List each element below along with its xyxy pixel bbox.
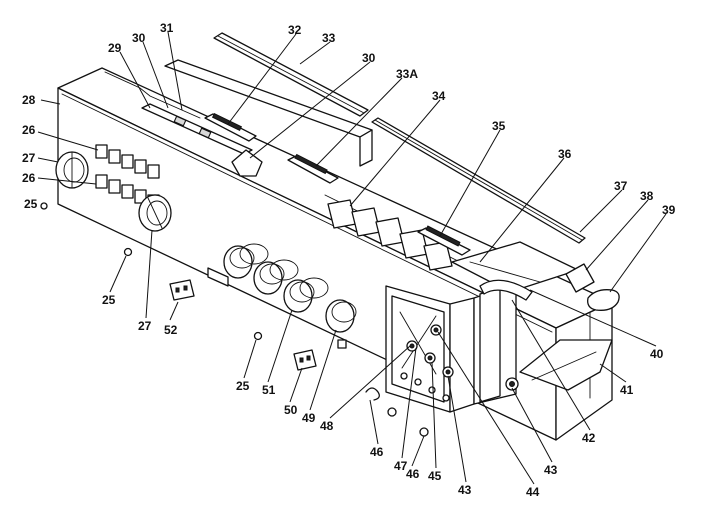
screw-25-c [253,331,263,341]
callout-25: 25 [24,197,38,211]
callout-27-b: 27 [138,319,152,333]
connector-52 [169,279,195,301]
callout-26-b: 26 [22,171,36,185]
knob-27-main [138,194,172,232]
screw-25-b [123,247,133,257]
leader-lines [37,31,667,485]
callout-47: 47 [394,459,408,473]
callout-43-b: 43 [544,463,558,477]
callout-46: 46 [370,445,384,459]
bracket-30 [231,149,263,177]
callout-31: 31 [160,21,174,35]
jack-47 [406,340,418,352]
callout-39: 39 [662,203,676,217]
back-rail-37 [371,117,586,244]
clip-48 [365,387,380,401]
callout-37: 37 [614,179,628,193]
callout-40: 40 [650,347,664,361]
knob-39 [587,289,620,311]
slider-board-31 [141,103,253,155]
top-rail-33 [213,32,369,117]
switch-blocks-34 [327,199,453,271]
panel-window [207,267,229,287]
callout-labels: 28 29 30 31 32 33 30 33A 34 35 36 37 38 … [22,21,676,499]
callout-48: 48 [320,419,334,433]
callout-27: 27 [22,151,36,165]
callout-52: 52 [164,323,178,337]
knob-43-side [505,377,519,391]
callout-26: 26 [22,123,36,137]
callout-35: 35 [492,119,506,133]
shield-41 [519,339,613,391]
jack-43 [442,366,454,378]
callout-42: 42 [582,431,596,445]
callout-44: 44 [526,485,540,499]
callout-38: 38 [640,189,654,203]
meter-housing-42 [473,283,517,405]
jack-45 [424,352,436,364]
bracket-38 [565,263,595,293]
connector-50 [293,349,317,371]
callout-45: 45 [428,469,442,483]
screw-25-a [40,202,48,210]
callout-46-b: 46 [406,467,420,481]
knob-51-c [283,279,315,313]
knob-row-back [239,243,329,299]
callout-25-c: 25 [236,379,250,393]
callout-41: 41 [620,383,634,397]
bracket-40 [479,279,533,301]
meter-frame-44 [385,285,475,413]
callout-33: 33 [322,31,336,45]
callout-32: 32 [288,23,302,37]
circuit-strip-33a [287,153,339,184]
callout-36: 36 [558,147,572,161]
clip-46-a [387,407,397,417]
knob-51-b [253,261,285,295]
callout-51: 51 [262,383,276,397]
callout-25-b: 25 [102,293,116,307]
callout-33a: 33A [396,67,418,81]
indicator-square [337,339,347,349]
callout-43: 43 [458,483,472,497]
push-buttons-26-top [95,144,160,179]
knob-49 [325,299,357,333]
circuit-strip-35 [417,225,471,256]
callout-34: 34 [432,89,446,103]
callout-30: 30 [132,31,146,45]
circuit-strip-32 [204,112,257,142]
callout-30-b: 30 [362,51,376,65]
callout-50: 50 [284,403,298,417]
knob-51-a [223,245,255,279]
callout-29: 29 [108,41,122,55]
callout-49: 49 [302,411,316,425]
callout-28: 28 [22,93,36,107]
clip-46-b [419,427,429,437]
